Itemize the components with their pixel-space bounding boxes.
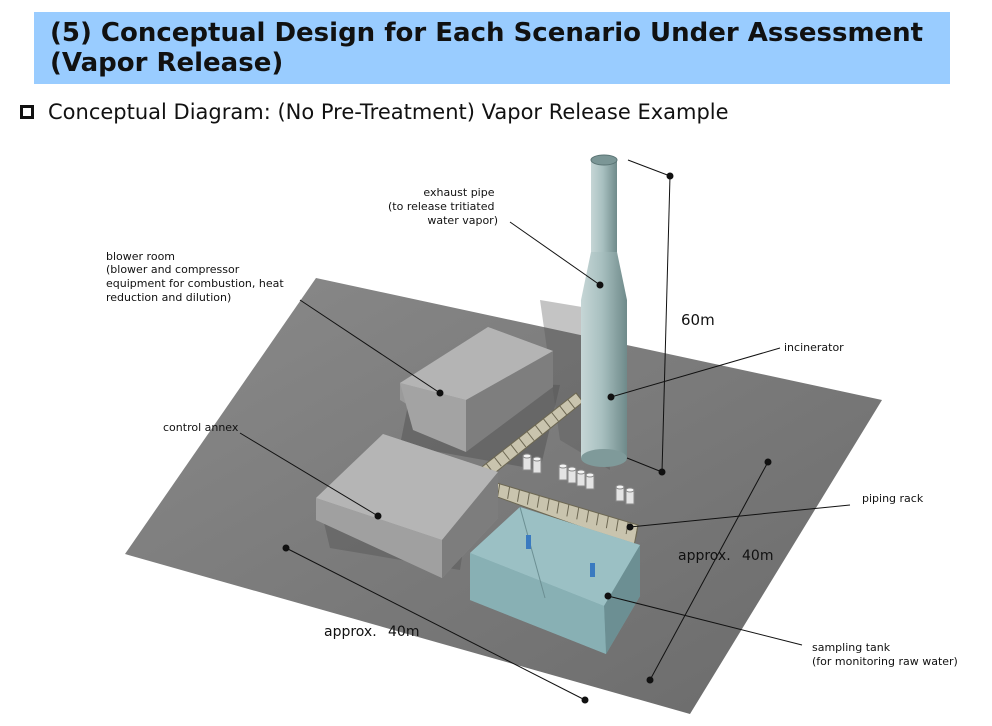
leader-lines: [239, 221, 851, 646]
subtitle: Conceptual Diagram: (No Pre-Treatment) V…: [48, 100, 729, 124]
small-tank-4: [567, 466, 577, 484]
small-tank-8: [625, 487, 635, 505]
label-incinerator: incinerator: [784, 341, 844, 354]
dim-line-width: [285, 547, 586, 701]
small-tank-5: [576, 469, 586, 487]
title-line-1: (5) Conceptual Design for Each Scenario …: [50, 18, 924, 48]
title-band: (5) Conceptual Design for Each Scenario …: [34, 12, 950, 84]
small-tanks: [522, 453, 635, 505]
dim-line-height: [661, 175, 671, 473]
small-tank-1: [522, 453, 532, 471]
label-control-annex: control annex: [163, 421, 239, 434]
blower-room-building: [400, 327, 553, 452]
label-piping-rack: piping rack: [862, 492, 924, 505]
control-annex-building: [316, 434, 498, 578]
small-tank-6: [585, 472, 595, 490]
small-tank-2: [532, 456, 542, 474]
subtitle-row: Conceptual Diagram: (No Pre-Treatment) V…: [20, 98, 729, 126]
dimension-lines: [282, 159, 772, 704]
sensor-probe-2: [590, 563, 595, 577]
piping-rack: [477, 392, 639, 547]
label-sampling-tank: sampling tank (for monitoring raw water): [812, 641, 958, 668]
label-blower-room: blower room (blower and compressor equip…: [106, 250, 287, 304]
dim-label-height: 60m: [681, 311, 715, 329]
title-line-2: (Vapor Release): [50, 48, 284, 78]
dim-line-depth: [649, 461, 769, 681]
dim-label-depth: approx. 40m: [678, 548, 773, 564]
small-tank-7: [615, 484, 625, 502]
small-tank-3: [558, 463, 568, 481]
label-exhaust-pipe: exhaust pipe (to release tritiated water…: [388, 186, 498, 227]
dim-label-width: approx. 40m: [324, 624, 419, 640]
page-title: (5) Conceptual Design for Each Scenario …: [50, 18, 923, 78]
bullet-square-icon: [20, 105, 34, 119]
incinerator-stack: [581, 154, 627, 467]
sensor-probe-1: [526, 535, 531, 549]
